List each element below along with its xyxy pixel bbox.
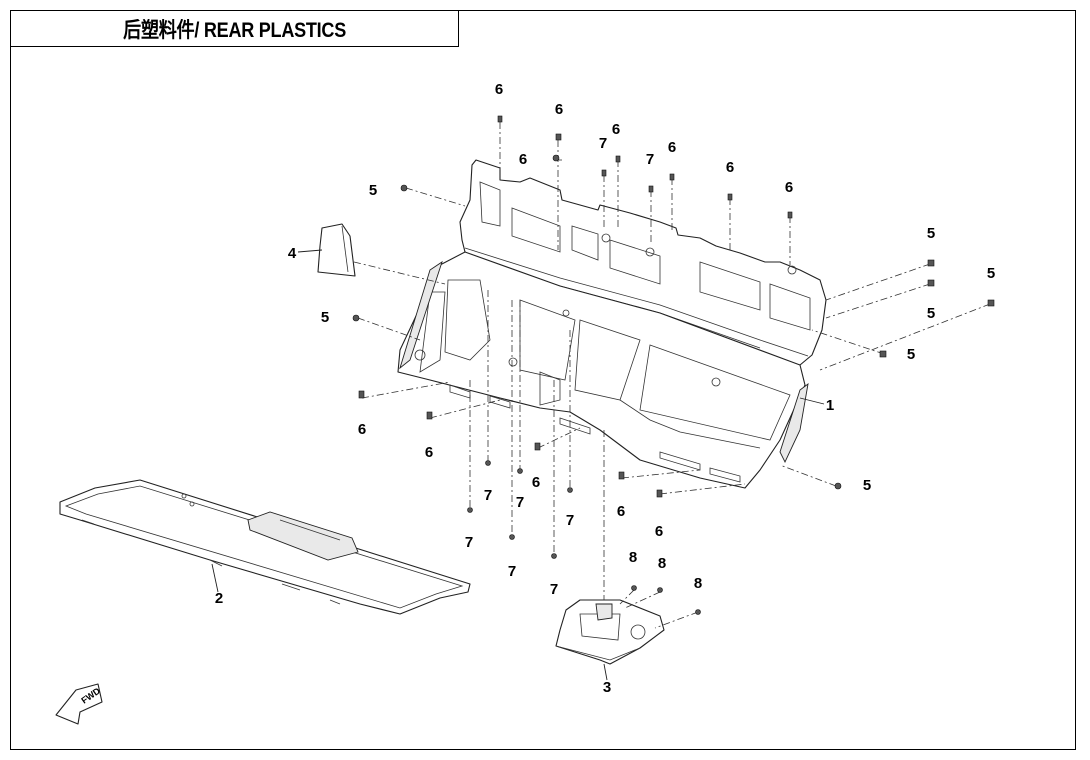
callout-7: 7 <box>646 151 654 168</box>
callout-1: 1 <box>826 397 834 414</box>
callout-7: 7 <box>566 512 574 529</box>
callout-7: 7 <box>599 135 607 152</box>
callout-7: 7 <box>508 563 516 580</box>
callout-4: 4 <box>288 245 297 262</box>
part-2-tray-plate <box>59 479 471 615</box>
callout-5: 5 <box>369 182 377 199</box>
drawing-frame <box>10 10 1076 750</box>
callout-7: 7 <box>516 494 524 511</box>
leader-2 <box>211 563 219 593</box>
callout-labels: 1 2 3 4 5 5 5 5 5 5 5 6 6 6 6 6 6 6 6 6 … <box>215 81 995 696</box>
callout-6: 6 <box>655 523 663 540</box>
callout-8: 8 <box>694 575 702 592</box>
callout-6: 6 <box>726 159 734 176</box>
callout-6: 6 <box>519 151 527 168</box>
callout-8: 8 <box>629 549 637 566</box>
leader-lines <box>353 122 991 629</box>
callout-7: 7 <box>550 581 558 598</box>
callout-6: 6 <box>425 444 433 461</box>
callout-6: 6 <box>785 179 793 196</box>
callout-5: 5 <box>927 305 935 322</box>
callout-5: 5 <box>907 346 915 363</box>
callout-5: 5 <box>987 265 995 282</box>
callout-6: 6 <box>495 81 503 98</box>
callout-6: 6 <box>668 139 676 156</box>
fwd-arrow-icon: FWD <box>55 683 103 725</box>
title-box: 后塑料件/ REAR PLASTICS <box>10 10 459 47</box>
callout-6: 6 <box>555 101 563 118</box>
page-title: 后塑料件/ REAR PLASTICS <box>123 18 346 42</box>
part-3-bracket <box>555 599 665 665</box>
callout-6: 6 <box>358 421 366 438</box>
callout-5: 5 <box>321 309 329 326</box>
callout-7: 7 <box>465 534 473 551</box>
callout-5: 5 <box>863 477 871 494</box>
callout-8: 8 <box>658 555 666 572</box>
callout-7: 7 <box>484 487 492 504</box>
callout-3: 3 <box>603 679 611 696</box>
leader-3 <box>603 663 608 681</box>
callout-6: 6 <box>532 474 540 491</box>
part-4-cover <box>317 223 356 277</box>
callout-6: 6 <box>617 503 625 520</box>
part-1-rear-panel <box>397 159 827 489</box>
callout-6: 6 <box>612 121 620 138</box>
fasteners <box>352 115 995 615</box>
leader-4 <box>297 249 323 253</box>
leader-1 <box>799 397 825 405</box>
callout-5: 5 <box>927 225 935 242</box>
callout-2: 2 <box>215 590 223 607</box>
